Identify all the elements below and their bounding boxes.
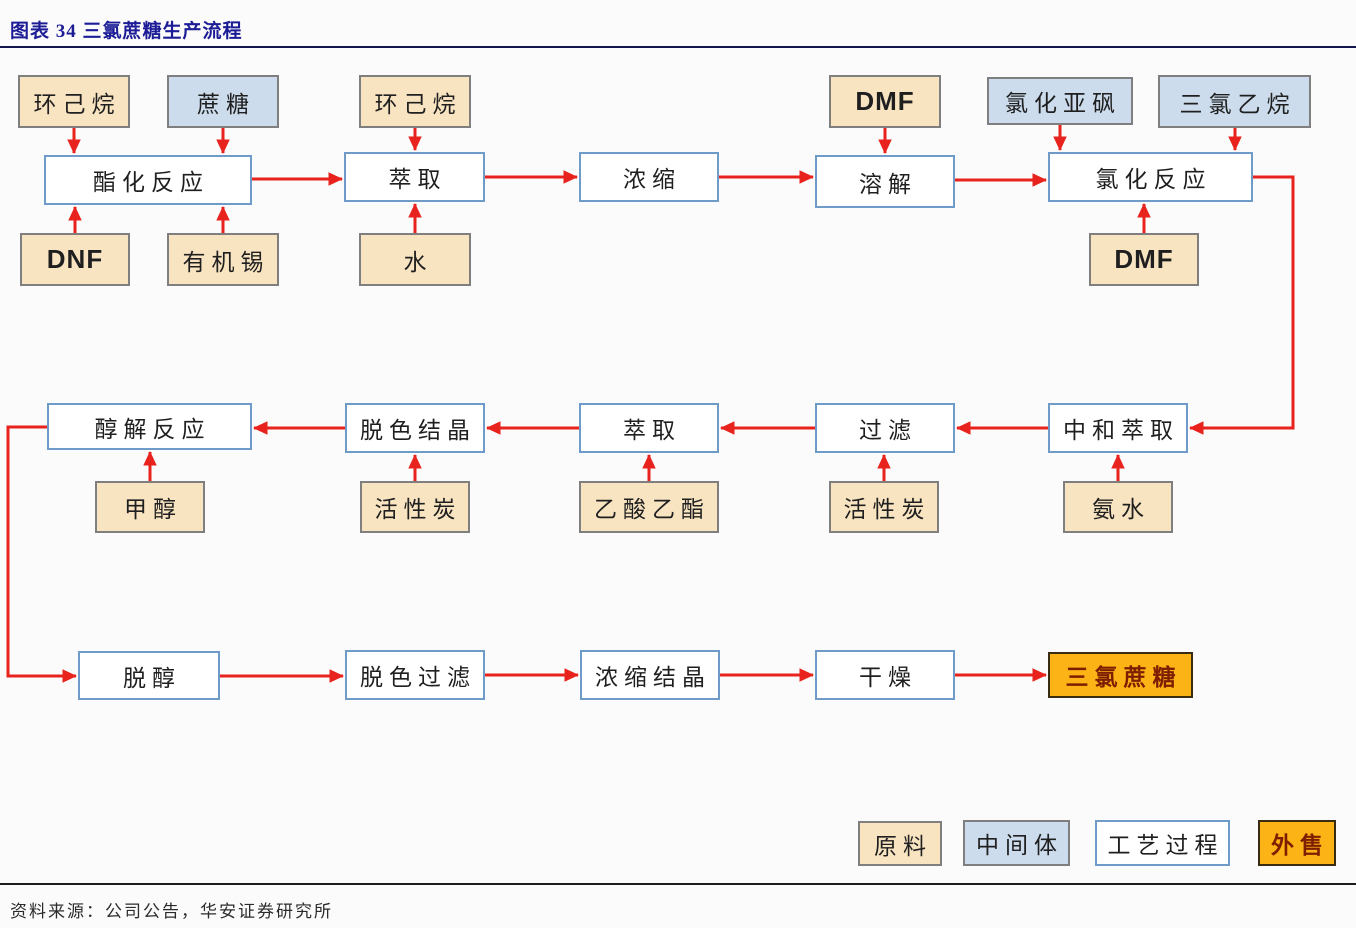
node-sucralose: 三氯蔗糖 [1048, 652, 1193, 698]
node-sucrose: 蔗糖 [167, 75, 279, 128]
node-cyclohexane-2: 环己烷 [359, 75, 471, 128]
node-filtration: 过滤 [815, 403, 955, 453]
legend-item-for-sale: 外售 [1258, 820, 1336, 866]
node-concentration: 浓缩 [579, 152, 719, 202]
node-water: 水 [359, 233, 471, 286]
legend-item-process: 工艺过程 [1095, 820, 1230, 866]
arrow-chlorination-to-neutralization-extraction [1188, 175, 1295, 435]
figure-footer: 资料来源：公司公告，华安证券研究所 [0, 883, 1356, 928]
node-decolor-crystallization: 脱色结晶 [345, 403, 485, 453]
node-activated-carbon-2: 活性炭 [829, 481, 939, 533]
node-cyclohexane-1: 环己烷 [18, 75, 130, 128]
node-neutralization-extraction: 中和萃取 [1048, 403, 1188, 453]
node-decolor-filtration: 脱色过滤 [345, 650, 485, 700]
node-ammonia-water: 氨水 [1063, 481, 1173, 533]
node-thionyl-chloride: 氯化亚砜 [987, 77, 1133, 125]
legend-item-intermediate: 中间体 [963, 820, 1070, 866]
node-chlorination: 氯化反应 [1048, 152, 1253, 202]
node-extraction-1: 萃取 [344, 152, 485, 202]
node-dnf: DNF [20, 233, 130, 286]
arrow-alcoholysis-to-dealcoholization [6, 425, 78, 683]
node-activated-carbon-1: 活性炭 [360, 481, 470, 533]
node-trichloroethane: 三氯乙烷 [1158, 75, 1311, 128]
node-methanol: 甲醇 [95, 481, 205, 533]
node-extraction-2: 萃取 [579, 403, 719, 453]
node-organotin: 有机锡 [167, 233, 279, 286]
node-dmf-2: DMF [1089, 233, 1199, 286]
source-note: 资料来源：公司公告，华安证券研究所 [10, 902, 333, 921]
node-drying: 干燥 [815, 650, 955, 700]
node-ethyl-acetate: 乙酸乙酯 [579, 481, 719, 533]
legend-item-raw-material: 原料 [858, 821, 942, 866]
node-dealcoholization: 脱醇 [78, 651, 220, 700]
node-esterification: 酯化反应 [44, 155, 252, 205]
figure-title: 图表 34 三氯蔗糖生产流程 [10, 21, 243, 42]
node-dissolution: 溶解 [815, 155, 955, 208]
node-concentration-crystallization: 浓缩结晶 [580, 650, 720, 700]
figure-header: 图表 34 三氯蔗糖生产流程 [0, 0, 1356, 48]
node-alcoholysis: 醇解反应 [47, 403, 252, 450]
node-dmf-1: DMF [829, 75, 941, 128]
